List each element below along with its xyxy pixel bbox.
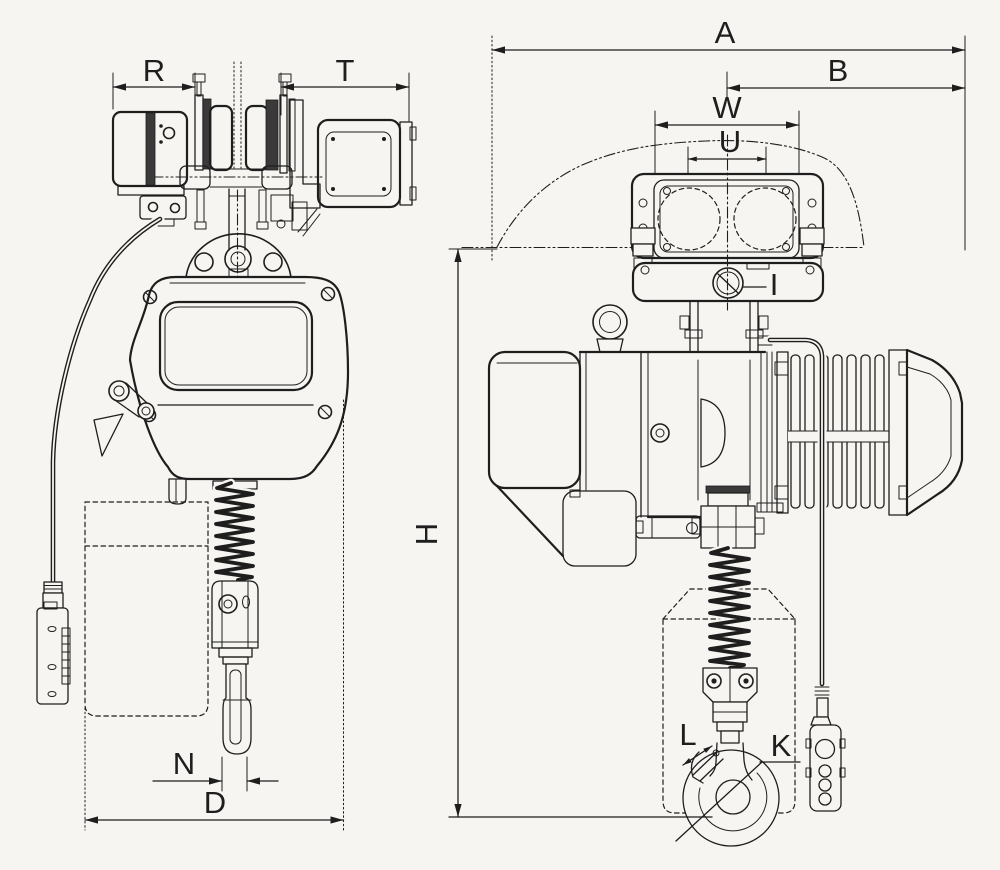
- dim-label-T: T: [336, 53, 355, 88]
- pendant-control: [765, 335, 846, 812]
- brake-end-cap: [905, 348, 964, 517]
- body-foot: [168, 478, 187, 505]
- dim-label-W: W: [712, 90, 742, 125]
- dim-label-D: D: [204, 785, 226, 820]
- pendant-body: [809, 724, 842, 812]
- dimension-K: K: [675, 728, 801, 842]
- hoist-body-side: [93, 233, 350, 505]
- dimension-D: D: [84, 399, 345, 831]
- hoist-body-front: [487, 304, 964, 567]
- right-view-front-elevation: A B W U: [409, 15, 966, 847]
- trolley-wheel-right: [733, 187, 797, 251]
- left-view-side-elevation: R T: [36, 53, 417, 831]
- chain-container-side: [84, 501, 209, 717]
- hook-side: [222, 663, 252, 755]
- trolley-side-view: [111, 61, 417, 301]
- pendant-button-up: [818, 764, 832, 778]
- body-window: [158, 300, 314, 392]
- suspension-spring-side: [211, 478, 258, 585]
- dim-label-U: U: [719, 124, 741, 159]
- dimension-T: T: [280, 53, 410, 122]
- trolley-front-view: I: [630, 134, 825, 353]
- power-cable: [36, 214, 165, 705]
- dim-label-R: R: [143, 53, 165, 88]
- hook-block-front: [702, 667, 758, 744]
- pendant-button-aux: [818, 792, 832, 806]
- dim-label-B: B: [828, 53, 849, 88]
- trolley-motor: [111, 110, 189, 227]
- rail-clamps: [630, 227, 825, 269]
- dimension-N: N: [152, 746, 279, 792]
- suspension-dome: [185, 233, 292, 278]
- dim-label-K: K: [771, 728, 792, 763]
- container-bracket: [635, 515, 701, 539]
- hook-section: [715, 779, 751, 815]
- dim-label-L: L: [679, 717, 696, 752]
- dimension-L: L: [679, 717, 713, 766]
- suspension-plates: [679, 300, 769, 353]
- chain-guide-latch: [93, 380, 155, 457]
- trolley-gearbox: [270, 99, 417, 237]
- pendant-button-down: [818, 778, 832, 792]
- dim-label-I: I: [770, 267, 779, 302]
- dimension-B: B: [726, 53, 966, 99]
- dim-label-A: A: [715, 15, 736, 50]
- trolley-crossbar: [179, 165, 293, 251]
- trolley-wheel-left: [657, 187, 721, 251]
- suspension-spring-front: [705, 543, 754, 673]
- dim-label-H: H: [409, 523, 444, 545]
- motor-cap: [487, 350, 582, 490]
- lower-suspension-block: [691, 485, 765, 549]
- body-outline: [128, 275, 350, 481]
- cable-connector: [36, 581, 71, 705]
- dimension-A: A: [491, 15, 966, 261]
- pendant-button-emergency: [814, 738, 836, 760]
- dim-label-N: N: [173, 746, 195, 781]
- chain-guide-bulge: [700, 398, 726, 468]
- dimension-H: H: [409, 248, 498, 818]
- eye-bolt: [592, 304, 628, 340]
- trolley-wheels: [192, 73, 296, 174]
- hook-block-side: [211, 580, 259, 665]
- hook-front: [682, 742, 780, 847]
- dimension-W: W: [654, 90, 800, 185]
- control-box: [562, 490, 637, 567]
- brake-fins: [756, 335, 912, 516]
- hook-bowl: [682, 749, 780, 847]
